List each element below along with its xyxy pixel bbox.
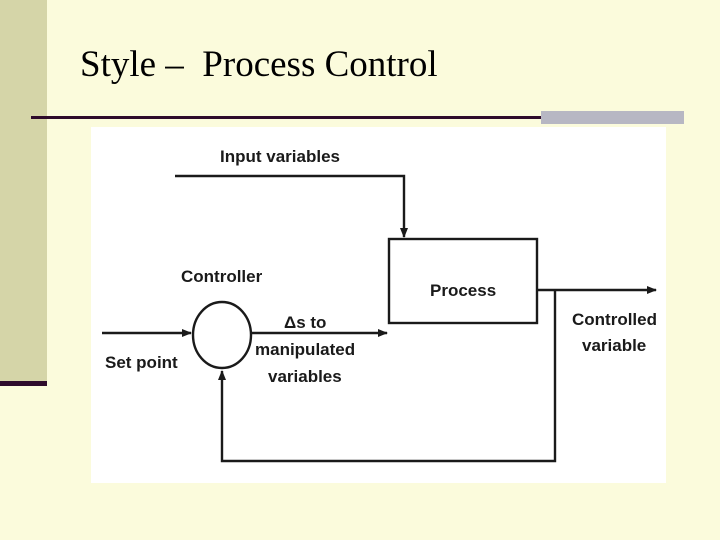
controller-label: Controller — [181, 267, 263, 286]
title-rule — [31, 116, 541, 119]
title-rule-accent — [541, 111, 684, 124]
delta-label-line2: manipulated — [255, 340, 355, 359]
controlled-variable-label-line1: Controlled — [572, 310, 657, 329]
slide-title: Style – Process Control — [80, 44, 438, 85]
process-label: Process — [430, 281, 496, 300]
process-control-diagram: Input variables Process Controller Set p… — [91, 127, 666, 483]
side-band — [0, 0, 47, 386]
set-point-label: Set point — [105, 353, 178, 372]
delta-label-line1: Δs to — [284, 313, 326, 332]
side-band-foot — [0, 381, 47, 386]
input-variables-arrow — [175, 174, 408, 238]
controller-circle — [191, 300, 253, 370]
controlled-variable-label-line2: variable — [582, 336, 646, 355]
process-box — [387, 237, 539, 325]
input-variables-label: Input variables — [220, 147, 340, 166]
delta-label-line3: variables — [268, 367, 342, 386]
diagram-canvas: Input variables Process Controller Set p… — [102, 147, 657, 463]
feedback-loop-arrow — [218, 290, 557, 463]
